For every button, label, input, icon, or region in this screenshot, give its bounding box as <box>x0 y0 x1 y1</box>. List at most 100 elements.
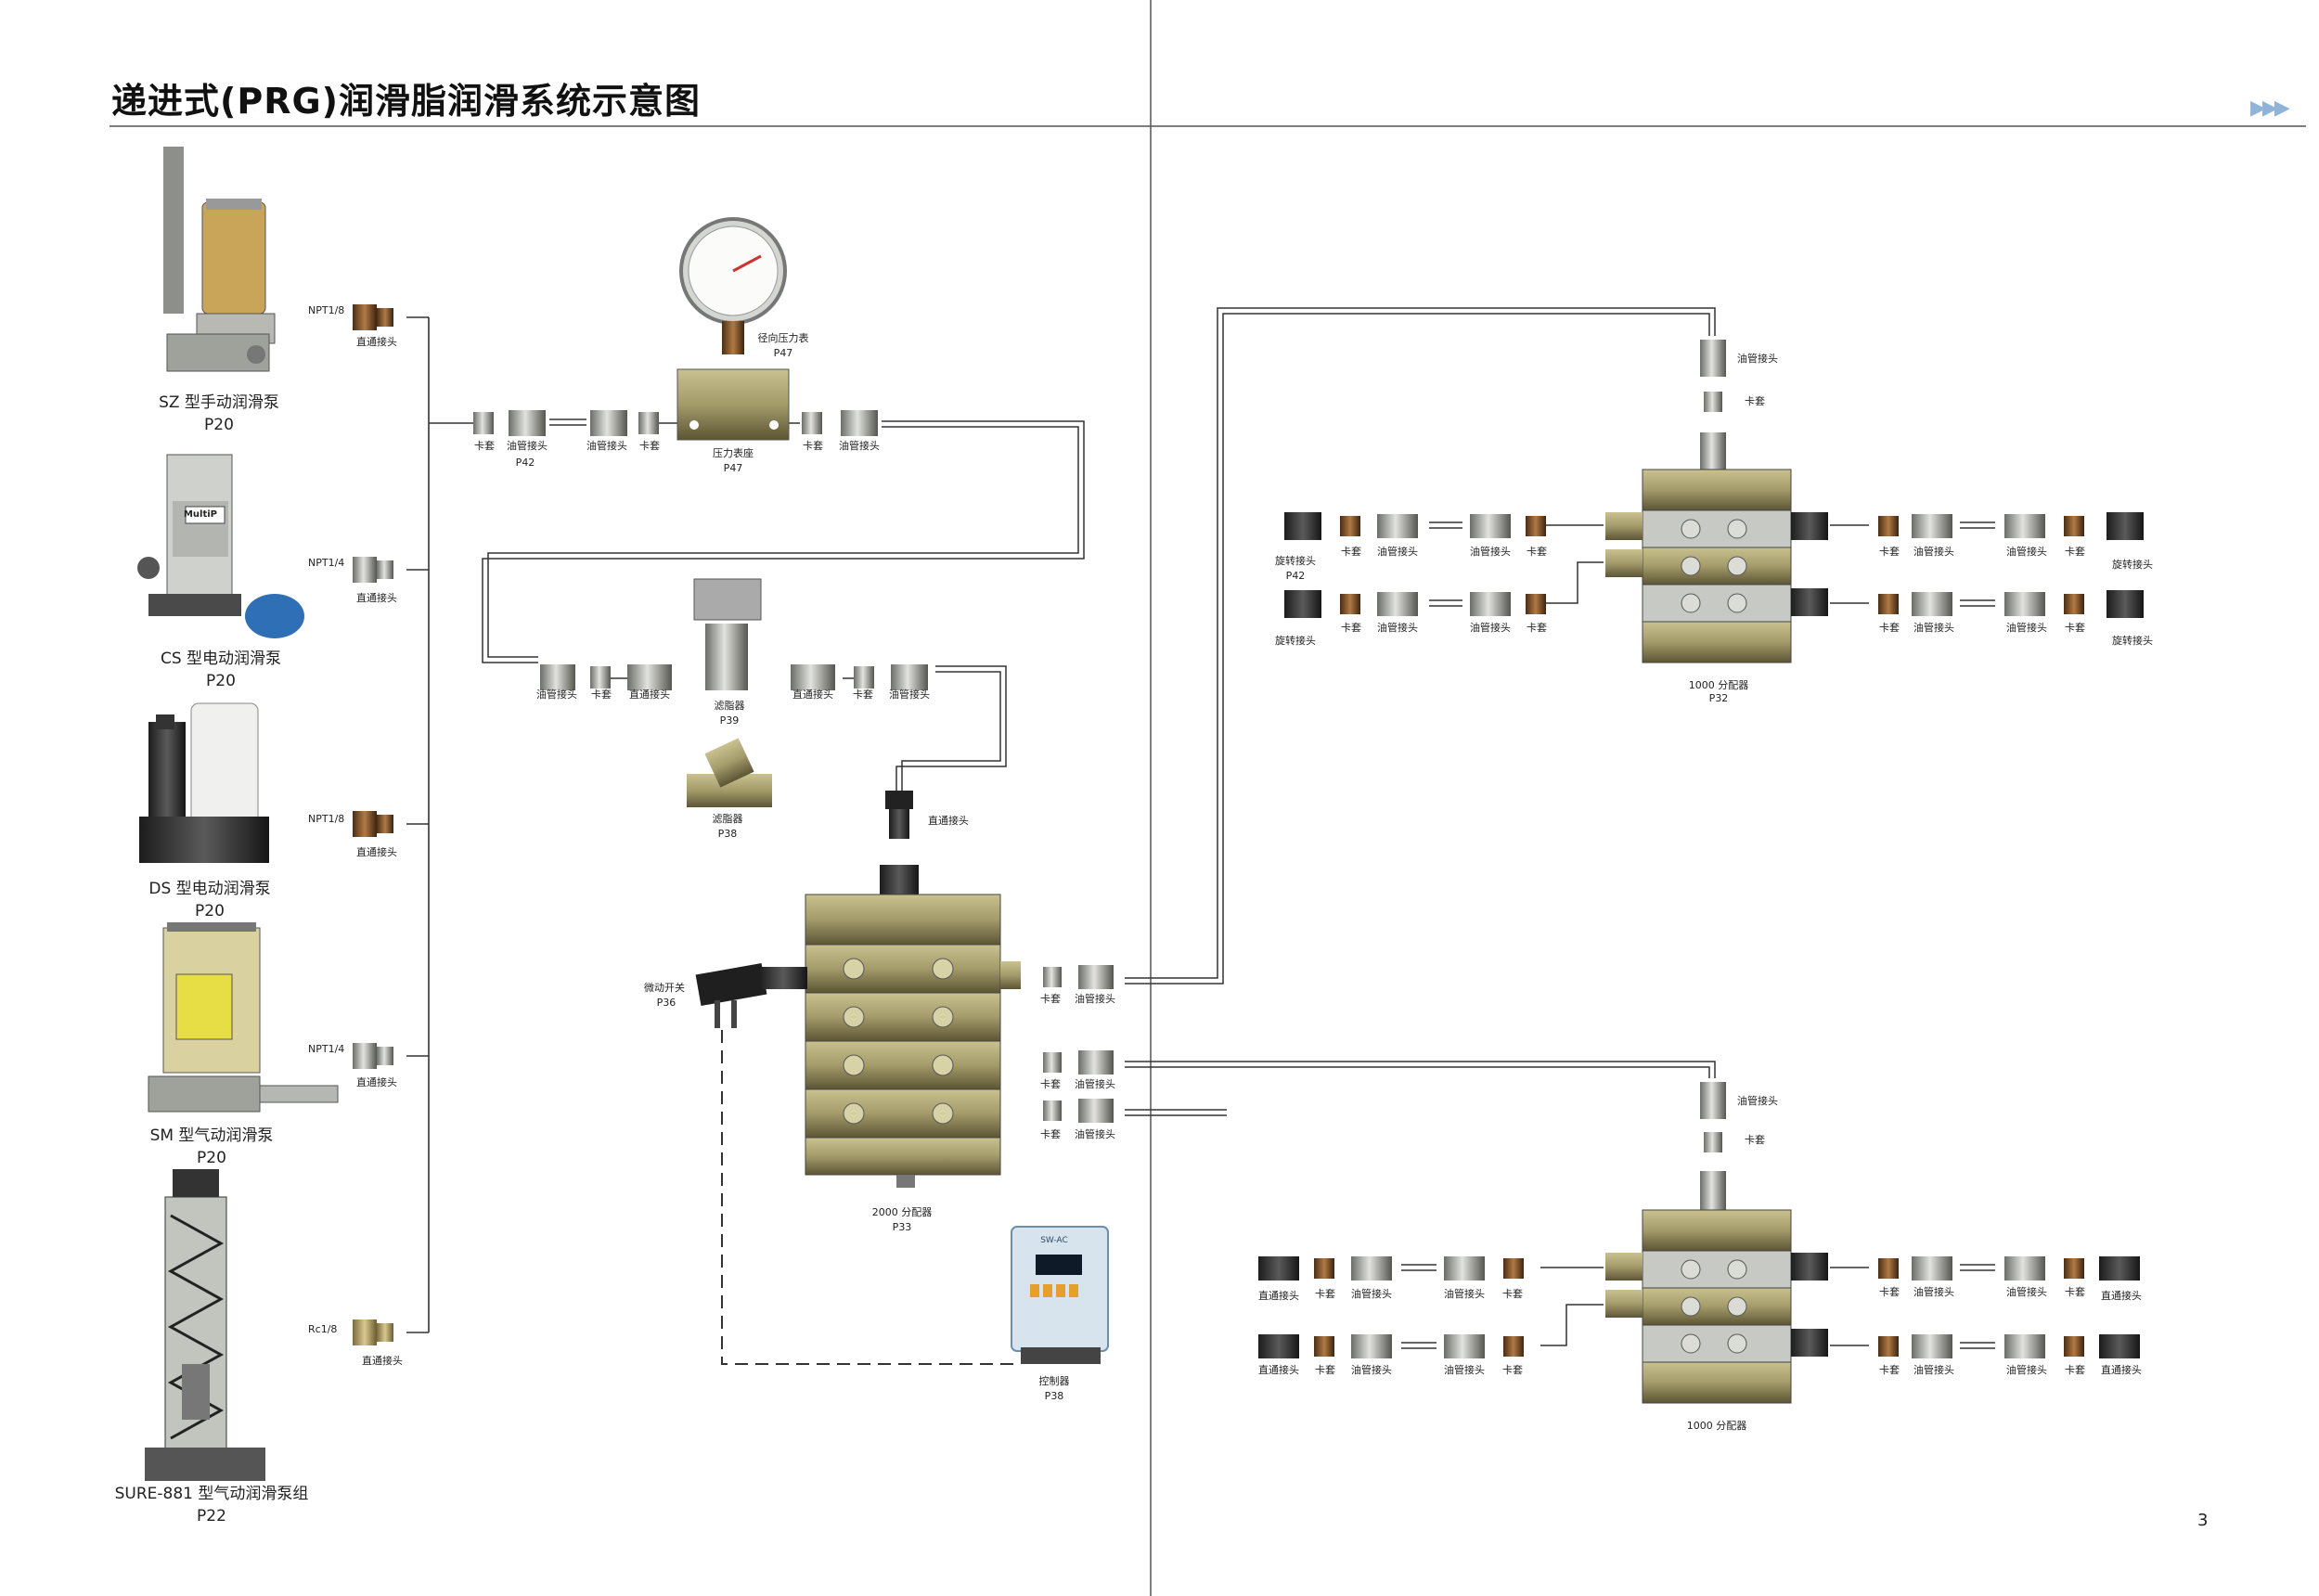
row2-ka-label: 卡套 <box>853 689 873 701</box>
controller-header: SW-AC <box>1040 1236 1068 1245</box>
bl-ka: 卡套 <box>1502 1364 1523 1376</box>
row2-fittings <box>540 578 928 807</box>
tl-ka: 卡套 <box>1527 622 1547 634</box>
tl-ka: 卡套 <box>1527 546 1547 558</box>
outlet-youguan-label: 油管接头 <box>1075 1128 1115 1140</box>
row2-zhitong-label: 直通接头 <box>792 689 833 701</box>
dist2000-label: 2000 分配器 <box>871 1206 933 1218</box>
fitting-label: 直通接头 <box>362 1355 403 1367</box>
bl-zhitong: 直通接头 <box>1258 1364 1299 1376</box>
controller-label: 控制器 <box>1038 1375 1070 1387</box>
bottom-inlet-ka: 卡套 <box>1745 1134 1765 1146</box>
dist1000-bottom-label: 1000 分配器 <box>1686 1420 1747 1432</box>
thread-label: NPT1/4 <box>308 1043 345 1055</box>
thread-label: NPT1/8 <box>308 813 345 825</box>
branch-fittings <box>1258 512 2144 1358</box>
br-youguan: 油管接头 <box>1913 1286 1954 1298</box>
cs-pump-image <box>137 454 304 638</box>
tr-youguan: 油管接头 <box>1913 546 1954 558</box>
tr-ka: 卡套 <box>1879 622 1900 634</box>
pump-fittings <box>353 304 393 1345</box>
pressure-gauge <box>679 217 787 354</box>
tl-youguan: 油管接头 <box>1377 622 1418 634</box>
row2-youguan-label: 油管接头 <box>536 689 577 701</box>
page-title: 递进式(PRG)润滑脂润滑系统示意图 <box>111 81 702 122</box>
bl-ka: 卡套 <box>1315 1364 1335 1376</box>
outlet-ka-label: 卡套 <box>1040 993 1061 1005</box>
tr-youguan: 油管接头 <box>1913 622 1954 634</box>
br-zhitong: 直通接头 <box>2101 1290 2142 1302</box>
top-inlet-youguan: 油管接头 <box>1737 353 1778 365</box>
fitting-label: 直通接头 <box>356 592 397 604</box>
gauge-label: 径向压力表 <box>757 332 809 344</box>
tr-xuanzhuan: 旋转接头 <box>2112 559 2153 571</box>
thread-label: NPT1/8 <box>308 304 345 316</box>
dist1000-bottom-image <box>1605 1082 1828 1404</box>
row1-fittings <box>473 368 878 441</box>
outlet-ka-label: 卡套 <box>1040 1128 1061 1140</box>
tl-xuanzhuan: 旋转接头 <box>1275 635 1316 647</box>
thread-label: NPT1/4 <box>308 557 345 569</box>
tr-youguan: 油管接头 <box>2006 546 2047 558</box>
tl-youguan: 油管接头 <box>1470 622 1511 634</box>
dist1000-top-label: 1000 分配器 <box>1688 679 1749 691</box>
gauge-page: P47 <box>773 347 793 359</box>
dist2000-inlet-label: 直通接头 <box>928 815 969 827</box>
bottom-inlet-youguan: 油管接头 <box>1737 1095 1778 1107</box>
row2-ka-label: 卡套 <box>591 689 612 701</box>
tr-youguan: 油管接头 <box>2006 622 2047 634</box>
row1-youguan-label: 油管接头 <box>507 440 548 452</box>
dist2000-outlet-fittings <box>1043 965 1114 1123</box>
outlet-youguan-label: 油管接头 <box>1075 993 1115 1005</box>
tl-youguan: 油管接头 <box>1377 546 1418 558</box>
bl-zhitong: 直通接头 <box>1258 1290 1299 1302</box>
br-ka: 卡套 <box>2065 1286 2085 1298</box>
page-number: 3 <box>2197 1511 2209 1530</box>
switch-page: P36 <box>656 997 676 1009</box>
sm-pump-image <box>148 922 339 1113</box>
fitting-label: 直通接头 <box>356 336 397 348</box>
bl-youguan: 油管接头 <box>1351 1288 1392 1300</box>
top-inlet-ka: 卡套 <box>1745 395 1765 407</box>
row1-ka-label: 卡套 <box>639 440 660 452</box>
filter2-label: 滤脂器 <box>712 813 743 825</box>
page-frame <box>110 0 2306 1596</box>
controller-page: P38 <box>1044 1390 1064 1402</box>
tl-youguan: 油管接头 <box>1470 546 1511 558</box>
row1-ka-label: 卡套 <box>474 440 495 452</box>
tl-ka: 卡套 <box>1341 622 1361 634</box>
filter2-page: P38 <box>717 828 738 840</box>
fitting-label: 直通接头 <box>356 1076 397 1088</box>
tl-p42: P42 <box>1285 570 1306 582</box>
br-youguan: 油管接头 <box>2006 1286 2047 1298</box>
pipe-lines <box>464 307 1716 1116</box>
dist1000-top-page: P32 <box>1708 692 1729 704</box>
br-ka: 卡套 <box>1879 1286 1900 1298</box>
tl-xuanzhuan: 旋转接头 <box>1275 555 1316 567</box>
row1-page-label: P42 <box>515 457 535 469</box>
switch-label: 微动开关 <box>644 982 685 994</box>
row1-ka-label: 卡套 <box>803 440 823 452</box>
sz-pump-image <box>163 147 276 372</box>
dist2000-page: P33 <box>892 1221 912 1233</box>
branch-lines <box>1401 521 1995 1349</box>
row1-youguan-label: 油管接头 <box>839 440 880 452</box>
dist1000-top-image <box>1605 340 1828 663</box>
tl-ka: 卡套 <box>1341 546 1361 558</box>
br-ka: 卡套 <box>1879 1364 1900 1376</box>
bl-youguan: 油管接头 <box>1444 1288 1485 1300</box>
row2-zhitong-label: 直通接头 <box>629 689 670 701</box>
thread-label: Rc1/8 <box>308 1323 338 1335</box>
tr-ka: 卡套 <box>2065 546 2085 558</box>
controller-image <box>1011 1226 1109 1364</box>
dist2000-inlet-fitting <box>880 791 919 896</box>
filter1-page: P39 <box>719 714 740 727</box>
br-youguan: 油管接头 <box>1913 1364 1954 1376</box>
sure881-pump-image <box>145 1169 265 1481</box>
